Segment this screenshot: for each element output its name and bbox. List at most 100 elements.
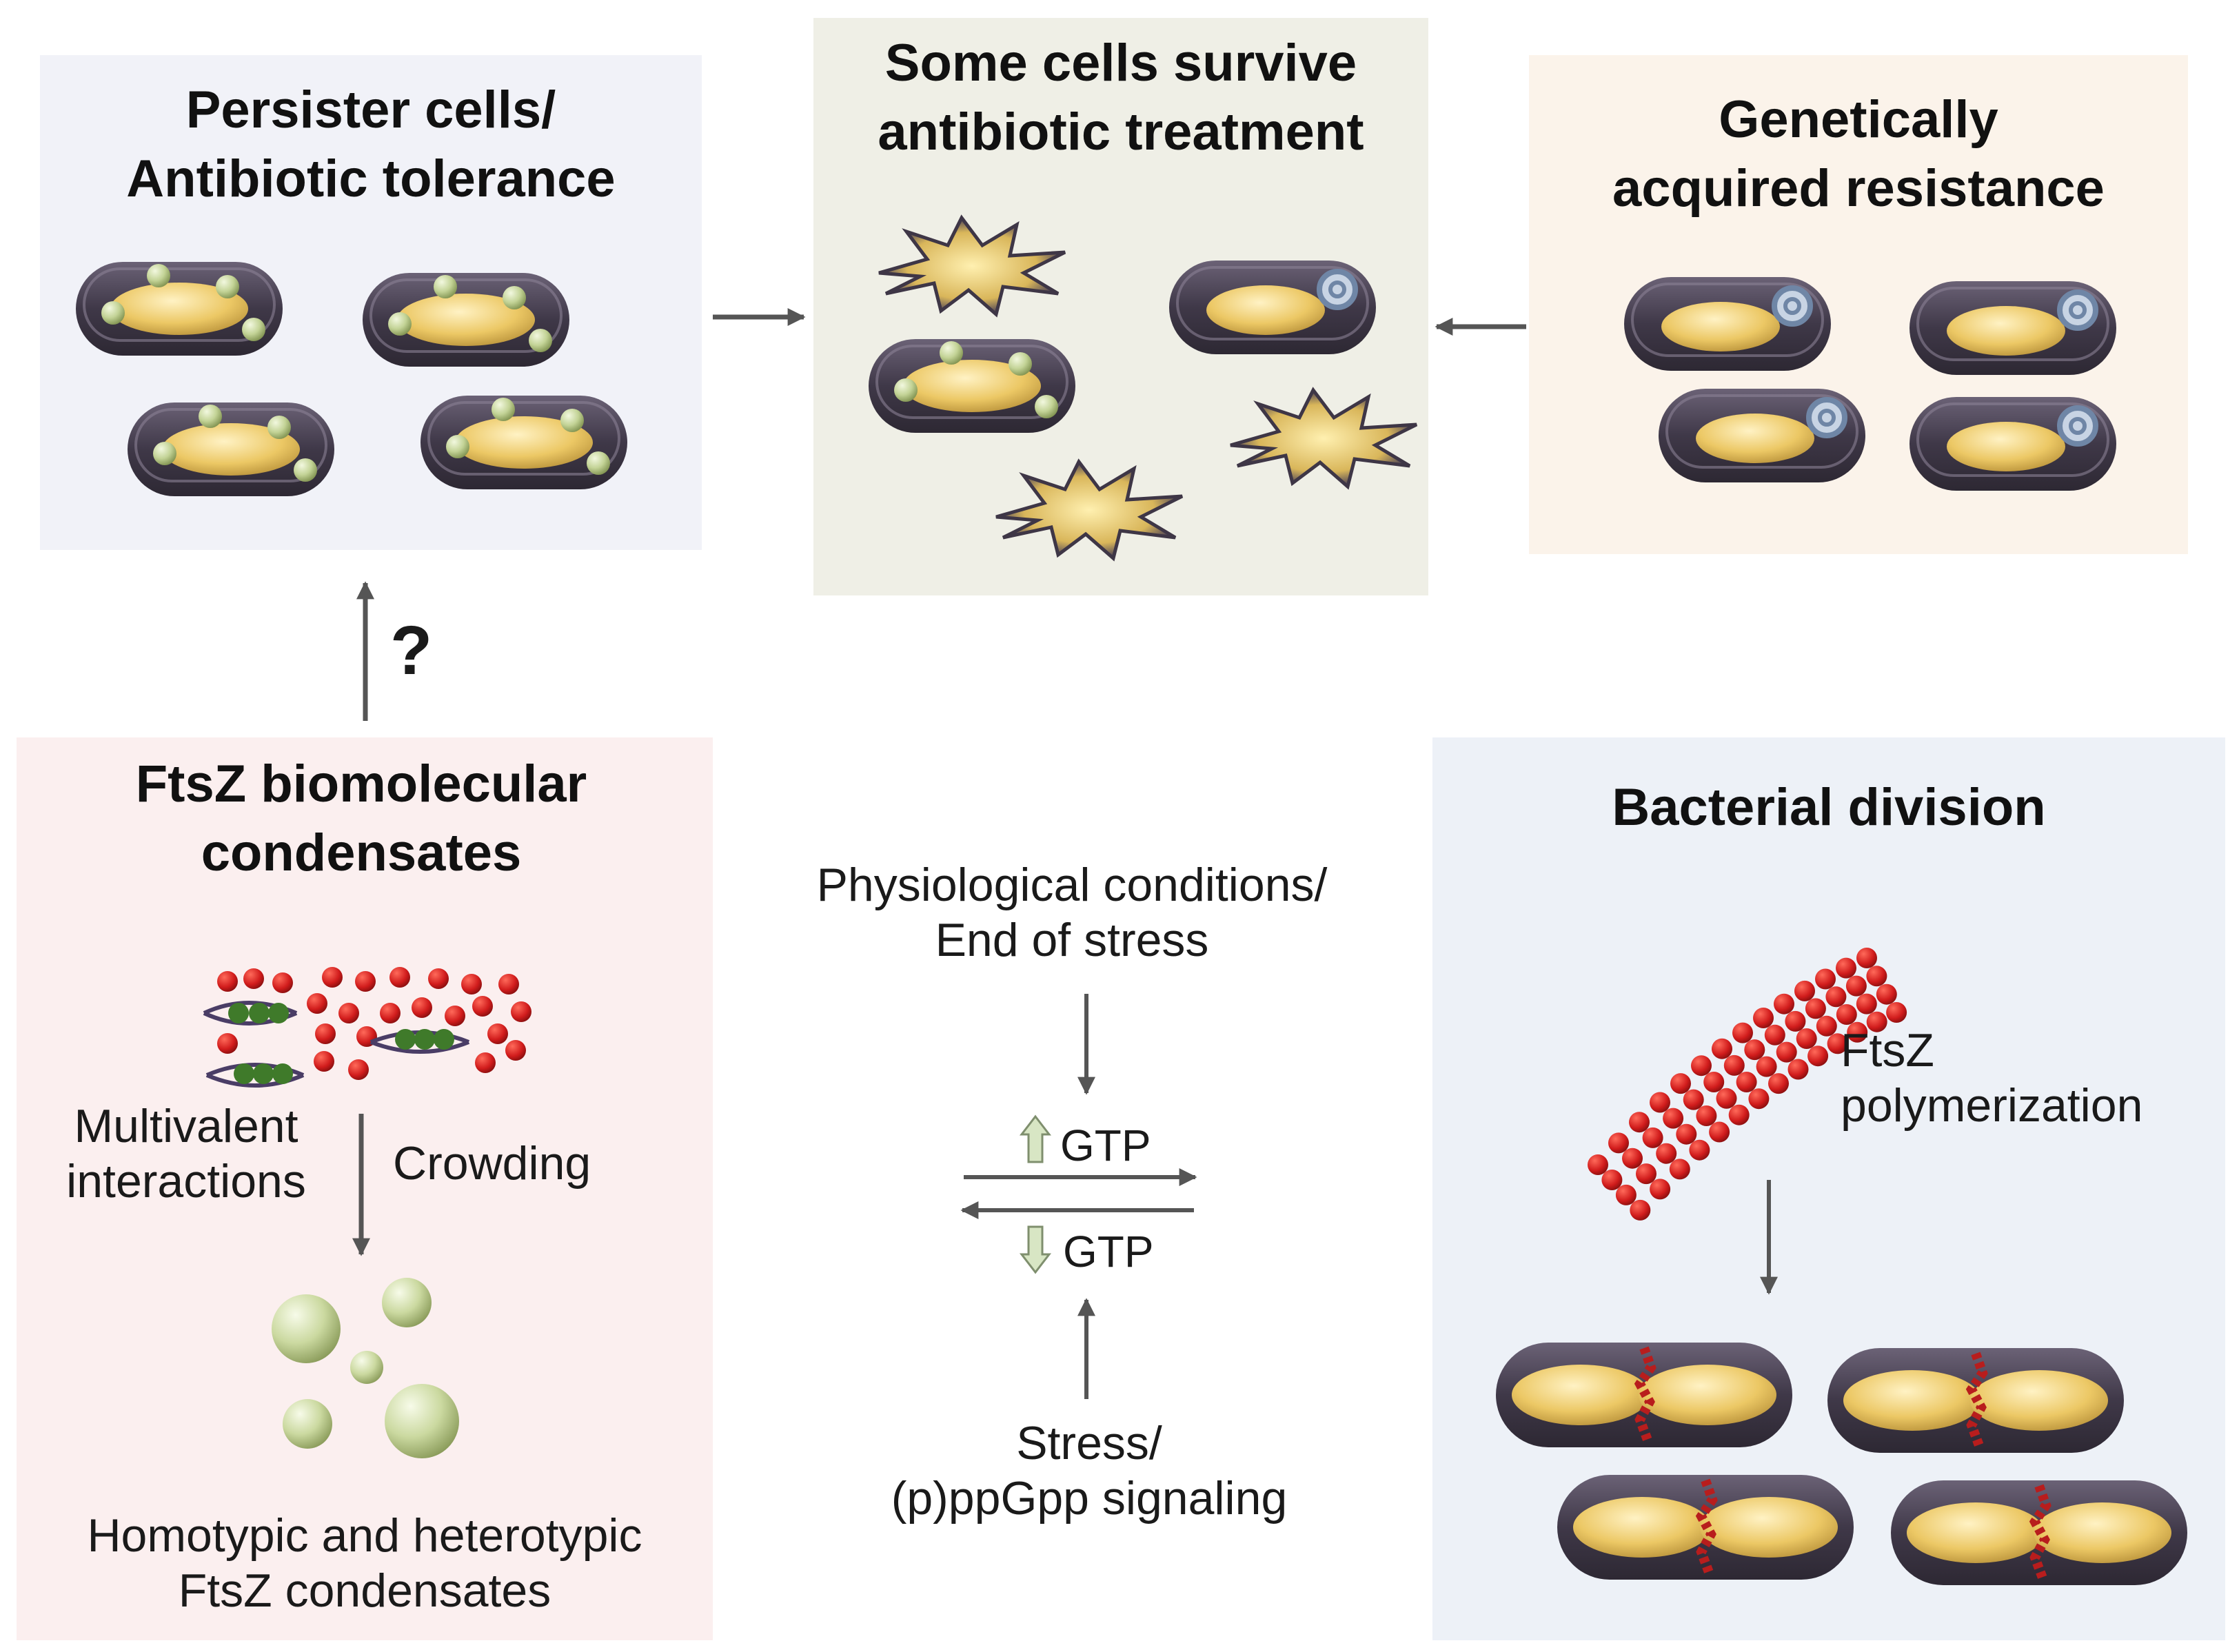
ftsz-monomer bbox=[1622, 1148, 1643, 1169]
ftsz-monomer bbox=[1663, 1108, 1684, 1129]
ftsz-monomer bbox=[1630, 1199, 1651, 1221]
ftsz-monomer bbox=[1732, 1022, 1753, 1043]
condensates-title: FtsZ biomolecular condensates bbox=[17, 750, 706, 888]
ftsz-monomer bbox=[1629, 1112, 1650, 1133]
resistance-title-line1: Genetically bbox=[1719, 90, 1998, 149]
ftsz-monomer bbox=[1836, 957, 1856, 979]
ftsz-monomer bbox=[1805, 998, 1826, 1019]
ftsz-monomer bbox=[1691, 1055, 1712, 1077]
polymerization-label: FtsZ polymerization bbox=[1841, 1023, 2142, 1133]
persister-title: Persister cells/ Antibiotic tolerance bbox=[40, 76, 702, 214]
dividing-cell bbox=[1557, 1475, 1854, 1580]
ftsz-monomer bbox=[1709, 1121, 1730, 1143]
ftsz-monomer bbox=[1827, 1033, 1848, 1054]
ftsz-monomer bbox=[1876, 983, 1897, 1005]
dividing-cell bbox=[1496, 1343, 1792, 1447]
multivalent-line1: Multivalent bbox=[74, 1100, 298, 1152]
ftsz-monomer bbox=[1650, 1179, 1671, 1200]
resistant-cell bbox=[1169, 261, 1376, 354]
ftsz-monomer bbox=[1856, 993, 1877, 1014]
division-title: Bacterial division bbox=[1432, 773, 2225, 842]
resistance-title: Genetically acquired resistance bbox=[1529, 85, 2188, 223]
resistant-cell bbox=[1909, 281, 2116, 375]
persister-cell bbox=[421, 396, 627, 489]
polymerization-line1: FtsZ bbox=[1841, 1024, 1934, 1077]
ftsz-monomer bbox=[1845, 975, 1867, 997]
ftsz-monomer bbox=[1825, 986, 1847, 1008]
physiological-line2: End of stress bbox=[935, 914, 1209, 966]
physiological-line1: Physiological conditions/ bbox=[816, 859, 1328, 911]
ftsz-monomer bbox=[1696, 1105, 1717, 1126]
stress-label: Stress/ (p)ppGpp signaling bbox=[813, 1416, 1365, 1526]
dividing-cell bbox=[1891, 1480, 2187, 1585]
gtp-up-label: GTP bbox=[1060, 1121, 1151, 1170]
resistant-cell bbox=[1659, 389, 1865, 482]
division-title-text: Bacterial division bbox=[1612, 778, 2046, 837]
ftsz-monomer bbox=[1794, 980, 1815, 1001]
condensates-footer-line1: Homotypic and heterotypic bbox=[87, 1509, 642, 1562]
resistance-title-line2: acquired resistance bbox=[1612, 159, 2105, 218]
dividing-cell bbox=[1827, 1348, 2124, 1453]
multivalent-line2: interactions bbox=[66, 1155, 306, 1207]
condensates-panel bbox=[17, 737, 713, 1640]
ftsz-monomer bbox=[1807, 1046, 1829, 1067]
persister-cell bbox=[76, 262, 283, 356]
ftsz-monomer bbox=[1703, 1072, 1725, 1092]
killed-cell-burst bbox=[996, 462, 1182, 558]
resistant-cell bbox=[1624, 277, 1831, 371]
condensates-footer: Homotypic and heterotypic FtsZ condensat… bbox=[17, 1508, 713, 1618]
ftsz-monomer bbox=[1756, 1056, 1777, 1077]
stress-line2: (p)ppGpp signaling bbox=[891, 1472, 1288, 1524]
gtp-up-arrow-icon bbox=[1019, 1114, 1052, 1163]
persister-title-line2: Antibiotic tolerance bbox=[126, 150, 616, 208]
ftsz-monomer bbox=[1847, 1021, 1868, 1043]
question-mark: ? bbox=[390, 612, 433, 689]
ftsz-monomer bbox=[1588, 1154, 1608, 1175]
ftsz-monomer bbox=[1768, 1073, 1789, 1094]
persister-cell bbox=[869, 339, 1075, 433]
persister-cell bbox=[128, 402, 334, 496]
ftsz-monomer bbox=[1816, 1015, 1837, 1037]
gtp-down-arrow-icon bbox=[1019, 1225, 1052, 1274]
ftsz-monomer bbox=[1601, 1170, 1623, 1190]
ftsz-monomer bbox=[1669, 1159, 1690, 1180]
ftsz-monomer bbox=[1670, 1073, 1691, 1094]
ftsz-monomer bbox=[1836, 1004, 1857, 1025]
persister-cell bbox=[363, 273, 569, 367]
ftsz-monomer bbox=[1728, 1104, 1750, 1125]
ftsz-monomer bbox=[1886, 1002, 1907, 1023]
stress-line1: Stress/ bbox=[1016, 1417, 1162, 1469]
ftsz-monomer bbox=[1785, 1010, 1806, 1032]
condensates-title-line1: FtsZ biomolecular bbox=[135, 755, 587, 813]
ftsz-monomer bbox=[1866, 1011, 1887, 1032]
gtp-down-label: GTP bbox=[1063, 1227, 1154, 1276]
ftsz-monomer bbox=[1856, 948, 1877, 968]
ftsz-monomer bbox=[1815, 968, 1836, 990]
killed-cell-burst bbox=[1230, 390, 1417, 487]
ftsz-monomer bbox=[1764, 1024, 1785, 1046]
ftsz-monomer bbox=[1736, 1072, 1757, 1092]
resistant-cell bbox=[1909, 397, 2116, 491]
condensates-footer-line2: FtsZ condensates bbox=[178, 1564, 551, 1617]
ftsz-monomer bbox=[1716, 1088, 1737, 1109]
ftsz-monomer bbox=[1676, 1123, 1697, 1145]
ftsz-monomer bbox=[1776, 1041, 1797, 1063]
survive-title-line1: Some cells survive bbox=[884, 34, 1357, 92]
survive-title: Some cells survive antibiotic treatment bbox=[813, 29, 1428, 167]
ftsz-polymer bbox=[1588, 948, 1907, 1221]
condensates-title-line2: condensates bbox=[201, 824, 522, 882]
ftsz-monomer bbox=[1866, 966, 1887, 987]
ftsz-monomer bbox=[1712, 1038, 1732, 1059]
ftsz-monomer bbox=[1748, 1088, 1770, 1110]
ftsz-monomer bbox=[1723, 1054, 1745, 1076]
ftsz-monomer bbox=[1608, 1132, 1629, 1154]
ftsz-monomer bbox=[1744, 1039, 1765, 1061]
ftsz-monomer bbox=[1650, 1092, 1670, 1113]
killed-cell-burst bbox=[879, 218, 1065, 314]
ftsz-monomer bbox=[1787, 1059, 1809, 1080]
ftsz-monomer bbox=[1774, 993, 1794, 1014]
ftsz-monomer bbox=[1796, 1028, 1817, 1049]
physiological-label: Physiological conditions/ End of stress bbox=[758, 857, 1386, 968]
ftsz-monomer bbox=[1753, 1008, 1774, 1028]
